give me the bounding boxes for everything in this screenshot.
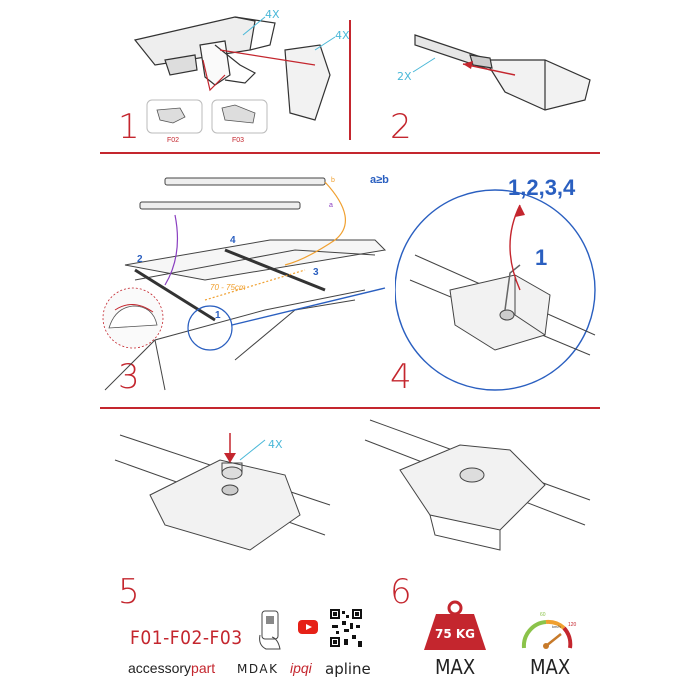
speed-caption: MAX	[530, 655, 571, 679]
panel-3-bar-1: 1	[215, 310, 221, 321]
panel-3-placement-illustration: a≥b b a 70 - 75cm 2 4	[95, 160, 395, 395]
brand-accessorypart: accessorypart	[128, 660, 215, 676]
speed-low-label: 60	[540, 612, 546, 618]
divider-top	[100, 152, 600, 154]
divider-middle	[100, 407, 600, 409]
panel-3-bar-4: 4	[230, 235, 236, 246]
panel-5-tighten-bolt-illustration: 4X	[110, 415, 340, 575]
panel-5-qty: 4X	[268, 438, 283, 451]
panel-1-end-cap-illustration: 4X 4X F02 F03	[125, 5, 355, 145]
panel-2-qty: 2X	[397, 70, 412, 83]
step-1-number: 1	[118, 107, 140, 147]
speedometer-icon: 60 120 km/h	[521, 612, 577, 649]
qr-code-icon	[328, 607, 364, 649]
speed-unit-label: km/h	[552, 624, 561, 629]
panel-1-qty-a: 4X	[265, 8, 280, 21]
panel-3-bar-2: 2	[137, 254, 143, 265]
panel-3-distance: 70 - 75cm	[210, 283, 246, 292]
panel-3-rule: a≥b	[370, 174, 389, 186]
step-6-number: 6	[390, 572, 412, 612]
panel-4-tightening-illustration: 1,2,3,4 1	[395, 165, 600, 395]
step-3-number: 3	[118, 357, 140, 397]
panel-3-label-b: b	[331, 177, 335, 184]
weight-caption: MAX	[435, 655, 476, 679]
panel-3-bar-3: 3	[313, 267, 319, 278]
brand-accessory-prefix: accessory	[128, 660, 192, 676]
weight-value: 75 KG	[435, 627, 475, 641]
youtube-icon[interactable]	[298, 620, 318, 634]
panel-1-qty-b: 4X	[335, 29, 350, 42]
part-f02-label: F02	[167, 137, 179, 144]
step-5-number: 5	[118, 572, 140, 612]
panel-4-callout: 1	[535, 245, 547, 270]
panel-6-final-illustration	[360, 410, 595, 570]
brand-apline: apline	[325, 660, 371, 678]
step-2-number: 2	[390, 107, 412, 147]
panel-3-label-a: a	[329, 202, 333, 209]
panel-4-sequence: 1,2,3,4	[508, 175, 576, 200]
weight-icon: 75 KG	[424, 600, 486, 650]
brand-mdak: MDAK	[237, 662, 279, 676]
speed-high-label: 120	[568, 622, 577, 628]
phone-qr-icon	[259, 610, 281, 650]
brand-accessory-suffix: part	[191, 660, 216, 676]
step-4-number: 4	[390, 357, 412, 397]
model-codes: F01-F02-F03	[130, 627, 243, 649]
brand-ipqi: ipqi	[290, 660, 312, 676]
part-f03-label: F03	[232, 137, 244, 144]
panel-2-slide-bar-illustration: 2X	[395, 20, 595, 120]
divider-vertical-top	[349, 20, 351, 140]
